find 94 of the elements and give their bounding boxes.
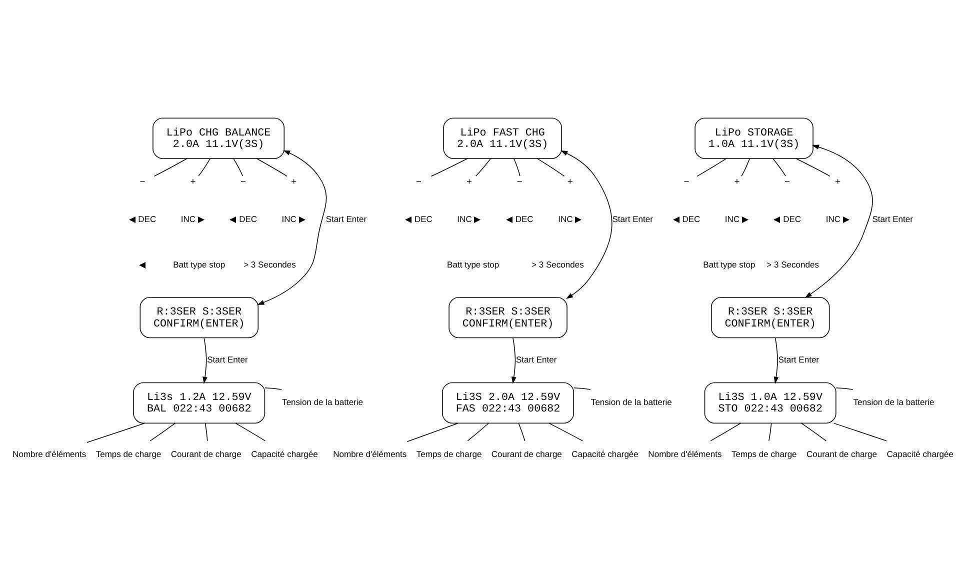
connector [198,158,211,176]
connector [475,158,492,176]
edge-label: Start Enter [612,214,653,224]
connector [833,422,887,442]
node-text: + [567,176,573,187]
node-text: + [835,176,841,187]
node-text: Capacité chargée [886,449,954,460]
node-box: Li3S 2.0A 12.59V FAS 022:43 00682 [442,382,574,424]
node-box: Li3s 1.2A 12.59V BAL 022:43 00682 [133,382,266,424]
connector [710,422,742,442]
connector [768,422,772,442]
edge-label: Start Enter [207,354,248,364]
node-text: Tension de la batterie [282,397,364,408]
node-text: + [190,176,196,187]
connector [518,422,526,442]
label: INC ▶ [180,214,205,224]
edge-label: Start Enter [326,214,367,224]
node-text: − [784,176,790,187]
connector [536,158,565,177]
node-box: R:3SER S:3SER CONFIRM(ENTER) [140,297,259,338]
arrow [560,150,612,299]
node-box: R:3SER S:3SER CONFIRM(ENTER) [448,297,568,338]
node-text: Courant de charge [491,449,562,460]
node-box: LiPo FAST CHG 2.0A 11.1V(3S) [443,118,562,159]
connector [154,158,188,177]
connector [256,158,288,177]
connector [406,422,459,442]
connector [548,422,584,442]
connector [204,422,208,442]
label: ◀ DEC [774,214,802,224]
connector [741,158,750,176]
arrow [202,337,208,384]
node-text: Temps de charge [416,449,482,460]
node-text: Tension de la batterie [590,397,672,408]
arrow [257,150,327,305]
node-box: LiPo STORAGE 1.0A 11.1V(3S) [694,118,814,159]
arrow [804,144,873,298]
connector [467,422,489,442]
node-box: R:3SER S:3SER CONFIRM(ENTER) [710,297,830,338]
connector [796,158,830,177]
label: INC ▶ [826,214,850,224]
node-text: − [684,176,690,187]
node-box: Li3S 1.0A 12.59V STO 022:43 00682 [704,382,836,424]
connector [150,422,176,442]
node-text: + [466,176,472,187]
node-text: + [291,176,297,187]
node-text: − [516,176,522,187]
node-text: Capacité chargée [572,449,638,460]
connector [430,158,468,177]
node-text: Nombre d'éléments [333,449,407,460]
connector [772,158,786,176]
label: INC ▶ [558,214,582,224]
node-text: − [240,176,246,187]
node-text: Temps de charge [96,449,162,460]
label: INC ▶ [457,214,482,224]
label: ◀ DEC [230,214,258,224]
node-text: Courant de charge [806,449,878,460]
connector [514,158,520,176]
connector [800,422,827,442]
arrow [774,337,779,384]
connector [836,387,854,390]
node-text: Tension de la batterie [853,397,934,408]
edge-label: Start Enter [872,214,913,224]
edge-label: Start Enter [778,354,820,364]
node-text: Temps de charge [731,449,797,460]
label: Batt type stop [173,260,226,270]
node-text: Capacité chargée [251,449,318,460]
edge-label: Start Enter [516,354,557,364]
connector [86,422,146,443]
label: Batt type stop [703,260,756,270]
node-text: + [734,176,740,187]
label: > 3 Secondes [244,260,296,270]
label: > 3 Secondes [766,260,820,270]
node-text: Nombre d'éléments [12,449,86,460]
label: INC ▶ [724,214,749,224]
label: INC ▶ [282,214,306,224]
connector [233,158,244,176]
connector [264,387,282,390]
label: ◀ DEC [672,214,700,224]
label: ◀ DEC [128,214,156,224]
label: Batt type stop [447,260,500,270]
connector [573,387,591,390]
node-box: LiPo CHG BALANCE 2.0A 11.1V(3S) [152,118,285,159]
connector [696,158,727,177]
node-text: Nombre d'éléments [648,449,722,460]
arrow [511,337,516,384]
connector [235,422,266,442]
node-text: Courant de charge [170,449,242,460]
label: > 3 Secondes [532,260,584,270]
label: ◀ DEC [405,214,432,224]
label: ◀ DEC [506,214,534,224]
node-text: − [140,176,146,187]
node-text: − [416,176,422,187]
label: ◀ [138,260,146,270]
